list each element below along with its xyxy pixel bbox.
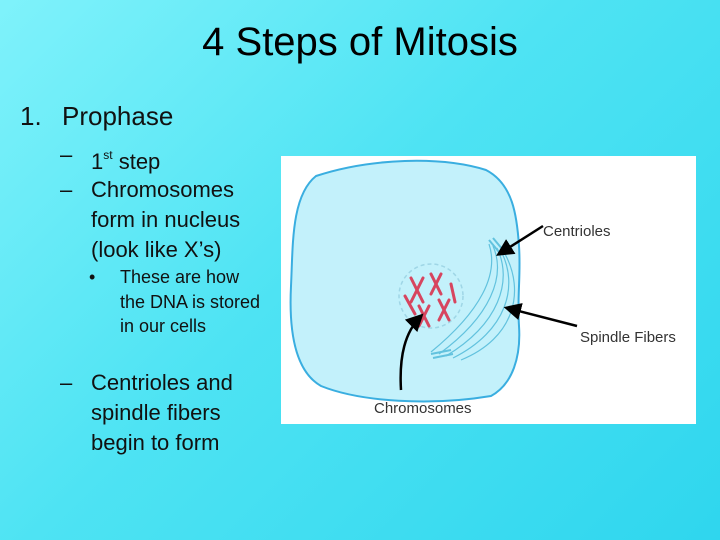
bullet-text: These are how the DNA is stored in our c…: [120, 267, 261, 336]
centriole-bottom: [430, 349, 454, 359]
dash-marker: –: [60, 370, 73, 395]
sub-item-text: Chromosomes form in nucleus (look like X…: [91, 177, 241, 262]
bullet-marker: •: [89, 267, 96, 287]
centrioles-arrow: [496, 224, 544, 256]
sub-item-text: 1st step: [91, 140, 266, 177]
dash-marker: –: [60, 177, 73, 202]
chromosomes-arrow: [399, 313, 424, 391]
dash-marker: –: [60, 142, 73, 167]
cell-membrane: [289, 159, 521, 403]
sub-item-text-pre: 1: [91, 149, 104, 174]
spindle-fibers-arrow: [503, 303, 578, 328]
sub-item-text-post: step: [112, 149, 161, 174]
slide-title: 4 Steps of Mitosis: [202, 20, 518, 64]
nucleus: [398, 263, 464, 329]
sub-item-text: Centrioles and spindle fibers begin to f…: [91, 370, 233, 455]
label-centrioles: Centrioles: [543, 223, 611, 240]
label-spindle-fibers: Spindle Fibers: [580, 329, 676, 346]
item-number: 1.: [20, 101, 42, 131]
ordinal-suffix: st: [103, 148, 113, 162]
item-title: Prophase: [62, 101, 174, 131]
prophase-cell-diagram: Centrioles Spindle Fibers Chromosomes: [281, 156, 696, 424]
list-item-prophase: 1. Prophase: [20, 101, 173, 132]
label-chromosomes: Chromosomes: [374, 400, 472, 417]
cell-illustration: [289, 159, 578, 403]
